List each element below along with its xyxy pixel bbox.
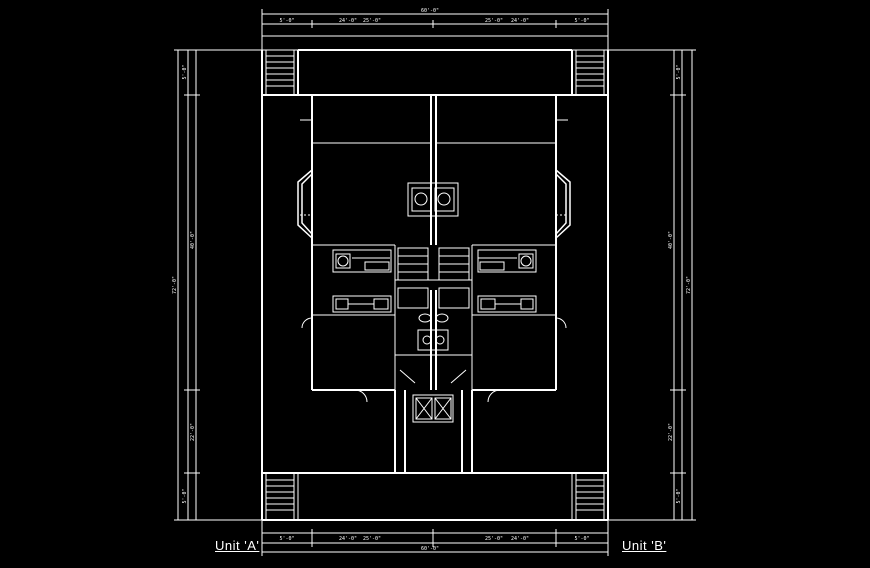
dim-bottom-seg-4: 25'-0" <box>485 536 503 542</box>
dim-bottom-seg-3: 25'-0" <box>363 536 381 542</box>
dim-top-seg-2: 24'-0" <box>339 18 357 24</box>
dim-right-seg-2: 40'-0" <box>668 231 674 249</box>
dim-left-seg-4: 5'-0" <box>182 488 188 503</box>
left-dimension-chain <box>174 49 262 521</box>
door-swings <box>301 317 567 403</box>
dim-top-overall: 60'-0" <box>421 8 439 14</box>
top-dimension-chain <box>261 9 609 50</box>
stair-top-left <box>261 49 299 96</box>
building-walls <box>311 94 557 391</box>
dim-left-seg-1: 5'-0" <box>182 64 188 79</box>
dim-bottom-seg-1: 5'-0" <box>279 536 294 542</box>
dim-top-seg-1: 5'-0" <box>279 18 294 24</box>
mechanical-units <box>412 394 454 423</box>
fireplace <box>407 182 459 217</box>
dim-right-seg-1: 5'-0" <box>676 64 682 79</box>
dim-top-seg-4: 25'-0" <box>485 18 503 24</box>
dim-bottom-seg-5: 24'-0" <box>511 536 529 542</box>
outer-deck <box>261 49 609 521</box>
stair-top-right <box>571 49 609 96</box>
dim-right-seg-4: 5'-0" <box>676 488 682 503</box>
dim-bottom-seg-6: 5'-0" <box>574 536 589 542</box>
dim-top-seg-6: 5'-0" <box>574 18 589 24</box>
right-dimension-chain <box>608 49 696 521</box>
interior-walls <box>300 119 568 390</box>
kitchen-left <box>332 249 392 313</box>
stair-bottom-right <box>571 472 609 521</box>
dim-top-seg-3: 25'-0" <box>363 18 381 24</box>
dim-right-overall: 72'-0" <box>686 276 692 294</box>
entry-walls <box>394 390 473 473</box>
unit-b-label: Unit 'B' <box>622 538 667 553</box>
dim-left-seg-3: 22'-0" <box>190 423 196 441</box>
dim-left-overall: 72'-0" <box>172 276 178 294</box>
kitchen-right <box>477 249 537 313</box>
bay-window-right <box>555 169 571 239</box>
dim-top-seg-5: 24'-0" <box>511 18 529 24</box>
stair-bottom-left <box>261 472 299 521</box>
dim-right-seg-3: 22'-0" <box>668 423 674 441</box>
dim-bottom-overall: 60'-0" <box>421 546 439 552</box>
dim-left-seg-2: 40'-0" <box>190 231 196 249</box>
dimension-labels: 60'-0" 5'-0" 24'-0" 25'-0" 25'-0" 24'-0"… <box>172 8 692 552</box>
bottom-dimension-chain <box>261 520 609 556</box>
unit-a-label: Unit 'A' <box>215 538 260 553</box>
bay-window-left <box>297 169 313 239</box>
dim-bottom-seg-2: 24'-0" <box>339 536 357 542</box>
center-core <box>397 247 470 384</box>
